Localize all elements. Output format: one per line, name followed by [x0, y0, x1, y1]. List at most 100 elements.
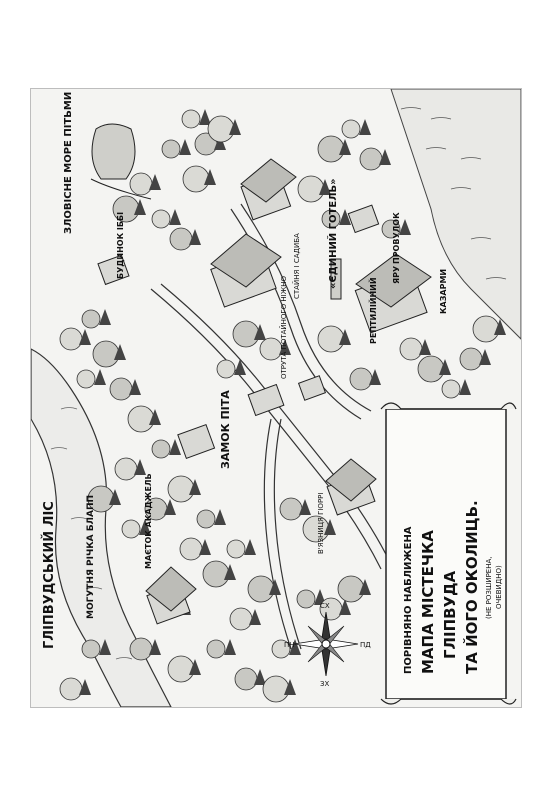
pine-tree-icon — [339, 599, 351, 615]
tree-icon — [161, 139, 181, 159]
label-reptile-house: РЕПТИЛІЙНИЙ — [367, 277, 378, 344]
pine-tree-icon — [149, 174, 161, 190]
pine-tree-icon — [129, 379, 141, 395]
tree-icon — [441, 379, 461, 399]
river — [31, 348, 172, 707]
pine-tree-icon — [359, 119, 371, 135]
tree-icon — [226, 539, 246, 559]
pine-tree-icon — [79, 679, 91, 695]
scroll-line-4: ТА ЙОГО ОКОЛИЦЬ. — [462, 500, 481, 674]
tree-icon — [81, 639, 101, 659]
pine-tree-icon — [494, 319, 506, 335]
buildings — [97, 158, 432, 625]
tree-icon — [232, 320, 260, 348]
tree-icon — [317, 325, 345, 353]
tree-icon — [167, 475, 195, 503]
tree-icon — [169, 227, 193, 251]
pine-tree-icon — [284, 679, 296, 695]
tree-icon — [81, 309, 101, 329]
compass-south: ПД — [360, 641, 371, 649]
pine-tree-icon — [359, 579, 371, 595]
tree-icon — [216, 359, 236, 379]
pine-tree-icon — [319, 179, 331, 195]
pine-tree-icon — [269, 579, 281, 595]
pine-tree-icon — [224, 639, 236, 655]
label-stables: СТАЙНЯ І САДИБА — [292, 233, 301, 299]
pine-tree-icon — [324, 519, 336, 535]
pine-tree-icon — [479, 349, 491, 365]
tree-icon — [337, 575, 365, 603]
pine-tree-icon — [339, 209, 351, 225]
pine-tree-icon — [224, 564, 236, 580]
pine-tree-icon — [114, 344, 126, 360]
pine-tree-icon — [94, 369, 106, 385]
compass-east: СХ — [320, 602, 330, 610]
tree-icon — [341, 119, 361, 139]
tree-icon — [196, 509, 216, 529]
tree-icon — [302, 515, 330, 543]
pine-tree-icon — [339, 329, 351, 345]
tree-icon — [417, 355, 445, 383]
pine-tree-icon — [339, 139, 351, 155]
pine-tree-icon — [439, 359, 451, 375]
pine-tree-icon — [279, 339, 291, 355]
pine-tree-icon — [149, 409, 161, 425]
tree-icon — [206, 639, 226, 659]
tree-icon — [381, 219, 401, 239]
sea-area — [390, 89, 521, 340]
pine-tree-icon — [199, 539, 211, 555]
pine-tree-icon — [204, 169, 216, 185]
map-drawing: ГЛІПВУДСЬКИЙ ЛІС МОГУТНЯ РІЧКА БЛАПП МАЄ… — [31, 89, 521, 707]
pine-tree-icon — [214, 509, 226, 525]
tree-icon — [151, 209, 171, 229]
pine-tree-icon — [254, 669, 266, 685]
pine-tree-icon — [234, 359, 246, 375]
label-ibby-house: БУДИНОК ІББІ — [116, 212, 125, 279]
pine-tree-icon — [164, 499, 176, 515]
title-scroll: ПОРІВНЯНО НАБЛИЖЕНА МАПА МІСТЕЧКА ГЛІПВУ… — [380, 402, 517, 705]
scroll-line-1: ПОРІВНЯНО НАБЛИЖЕНА — [403, 526, 414, 674]
scroll-line-2: МАПА МІСТЕЧКА — [419, 530, 437, 674]
label-ravine: ПРОВУЛОК — [392, 212, 401, 264]
pine-tree-icon — [169, 439, 181, 455]
ghost-figure — [90, 123, 152, 200]
tree-icon — [92, 340, 120, 368]
pine-tree-icon — [99, 309, 111, 325]
pine-tree-icon — [169, 209, 181, 225]
tree-icon — [167, 655, 195, 683]
tree-icon — [247, 575, 275, 603]
pine-tree-icon — [244, 539, 256, 555]
tree-icon — [207, 115, 235, 143]
tree-icon — [76, 369, 96, 389]
pine-tree-icon — [419, 339, 431, 355]
pine-tree-icon — [199, 109, 211, 125]
tree-icon — [59, 327, 83, 351]
tree-icon — [182, 165, 210, 193]
pine-tree-icon — [379, 149, 391, 165]
tree-icon — [349, 367, 373, 391]
map-illustration: ГЛІПВУДСЬКИЙ ЛІС МОГУТНЯ РІЧКА БЛАПП МАЄ… — [30, 88, 522, 708]
label-sea: ЗЛОВІСНЕ МОРЕ ПІТЬМИ — [63, 92, 74, 234]
compass-north: ПН — [284, 641, 295, 649]
tree-icon — [129, 172, 153, 196]
pine-tree-icon — [289, 639, 301, 655]
pine-tree-icon — [134, 199, 146, 215]
tree-icon — [129, 637, 153, 661]
tree-icon — [271, 639, 291, 659]
label-forest: ГЛІПВУДСЬКИЙ ЛІС — [41, 501, 57, 649]
tree-icon — [179, 537, 203, 561]
tree-icon — [59, 677, 83, 701]
tree-icon — [472, 315, 500, 343]
pine-tree-icon — [229, 119, 241, 135]
tree-icon — [321, 209, 341, 229]
label-barracks: КАЗАРМИ — [439, 269, 448, 314]
pine-tree-icon — [459, 379, 471, 395]
pine-tree-icon — [179, 139, 191, 155]
pine-tree-icon — [109, 489, 121, 505]
tree-icon — [151, 439, 171, 459]
pine-tree-icon — [189, 659, 201, 675]
pine-tree-icon — [99, 639, 111, 655]
tree-icon — [109, 377, 133, 401]
label-poison-shop: ОТРУТА ПОТАЙНОГО НІЖНО — [279, 275, 288, 379]
